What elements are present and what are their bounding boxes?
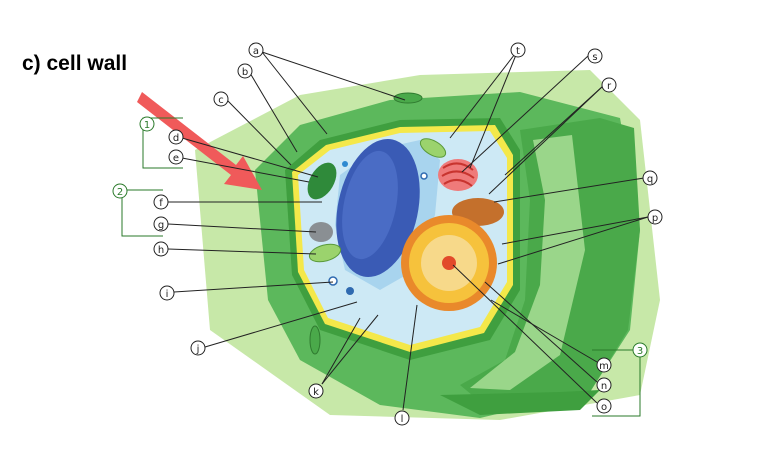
label-g: g xyxy=(158,220,164,231)
label-m: m xyxy=(599,361,609,372)
label-j: j xyxy=(196,344,200,355)
label-n: n xyxy=(601,381,607,392)
group-3-label: 3 xyxy=(637,346,643,357)
label-b: b xyxy=(242,67,248,78)
label-p: p xyxy=(652,213,658,224)
label-i: i xyxy=(166,289,169,300)
vesicle xyxy=(329,277,337,285)
label-l: l xyxy=(401,414,404,425)
label-c: c xyxy=(218,95,224,106)
label-a: a xyxy=(253,46,259,57)
label-f: f xyxy=(159,198,163,209)
label-o: o xyxy=(601,402,607,413)
peroxisome-2 xyxy=(346,287,354,295)
label-k: k xyxy=(313,387,319,398)
label-h: h xyxy=(158,245,164,256)
plasmodesma-left xyxy=(310,326,320,354)
label-e: e xyxy=(173,153,179,164)
label-q: q xyxy=(647,174,653,185)
nucleolus xyxy=(442,256,456,270)
label-t: t xyxy=(516,46,520,57)
vesicle-2 xyxy=(421,173,427,179)
group-1-label: 1 xyxy=(144,120,150,131)
label-s: s xyxy=(592,52,597,63)
label-d: d xyxy=(173,133,179,144)
peroxisome xyxy=(342,161,348,167)
group-2-label: 2 xyxy=(117,187,123,198)
